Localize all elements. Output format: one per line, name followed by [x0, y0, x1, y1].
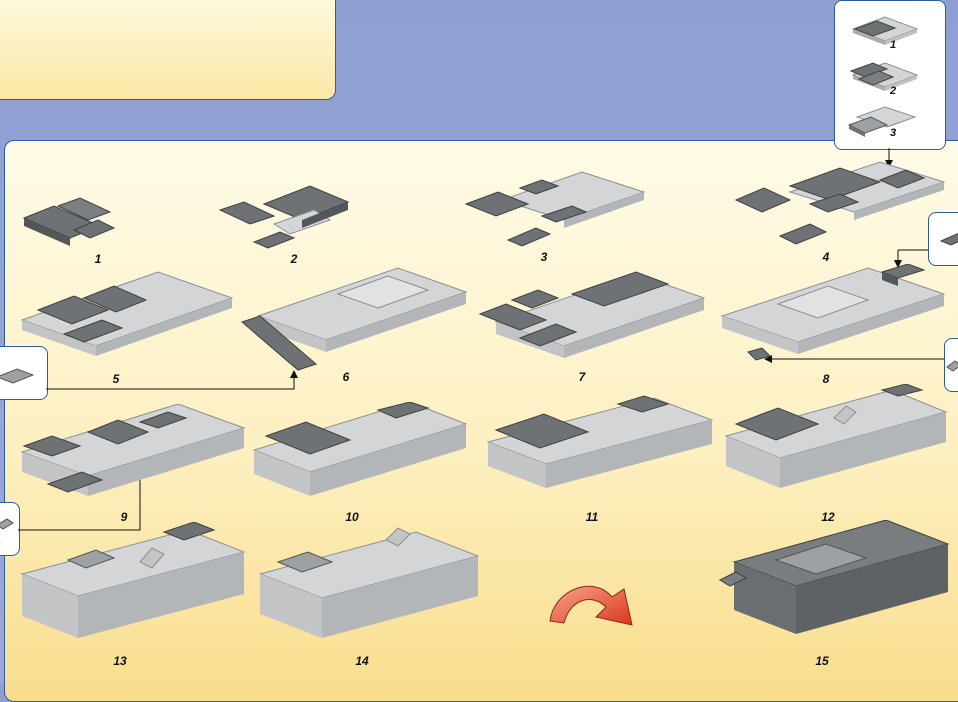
build-step-4: 4 [730, 160, 930, 280]
sub-step-3: 3 [835, 99, 945, 145]
step-number: 4 [814, 250, 838, 264]
sub-assembly-callout: 1 2 3 [834, 0, 946, 150]
step-number: 6 [334, 370, 358, 384]
step-number: 1 [86, 252, 110, 266]
build-step-9: 9 [18, 404, 218, 524]
rotate-model-icon [544, 575, 654, 635]
sub-step-number: 3 [883, 127, 903, 139]
build-step-12: 12 [722, 384, 922, 504]
step-number: 14 [350, 654, 374, 668]
step-number: 3 [532, 250, 556, 264]
note-box [0, 0, 336, 100]
build-step-7: 7 [476, 270, 676, 390]
sub-step-1: 1 [835, 7, 945, 53]
step-number: 13 [108, 654, 132, 668]
sub-step-number: 1 [883, 39, 903, 51]
build-step-6: 6 [238, 264, 438, 384]
step-number: 11 [580, 510, 604, 524]
build-step-8: 8 [718, 264, 918, 384]
sub-step-number: 2 [883, 85, 903, 97]
sub-step-2: 2 [835, 53, 945, 99]
step-number: 15 [810, 654, 834, 668]
edge-callout-label: 2 [0, 537, 9, 551]
build-step-5: 5 [18, 268, 218, 388]
step-number: 7 [570, 370, 594, 384]
build-step-13: 13 [18, 522, 218, 642]
build-step-10: 10 [250, 402, 450, 522]
edge-callout-label: 4 [0, 383, 9, 397]
step-number: 5 [104, 372, 128, 386]
build-step-15: 15 [716, 520, 916, 640]
build-step-14: 14 [256, 522, 456, 642]
edge-callout-left-bottom: 2 [0, 502, 20, 556]
build-step-11: 11 [484, 394, 684, 514]
